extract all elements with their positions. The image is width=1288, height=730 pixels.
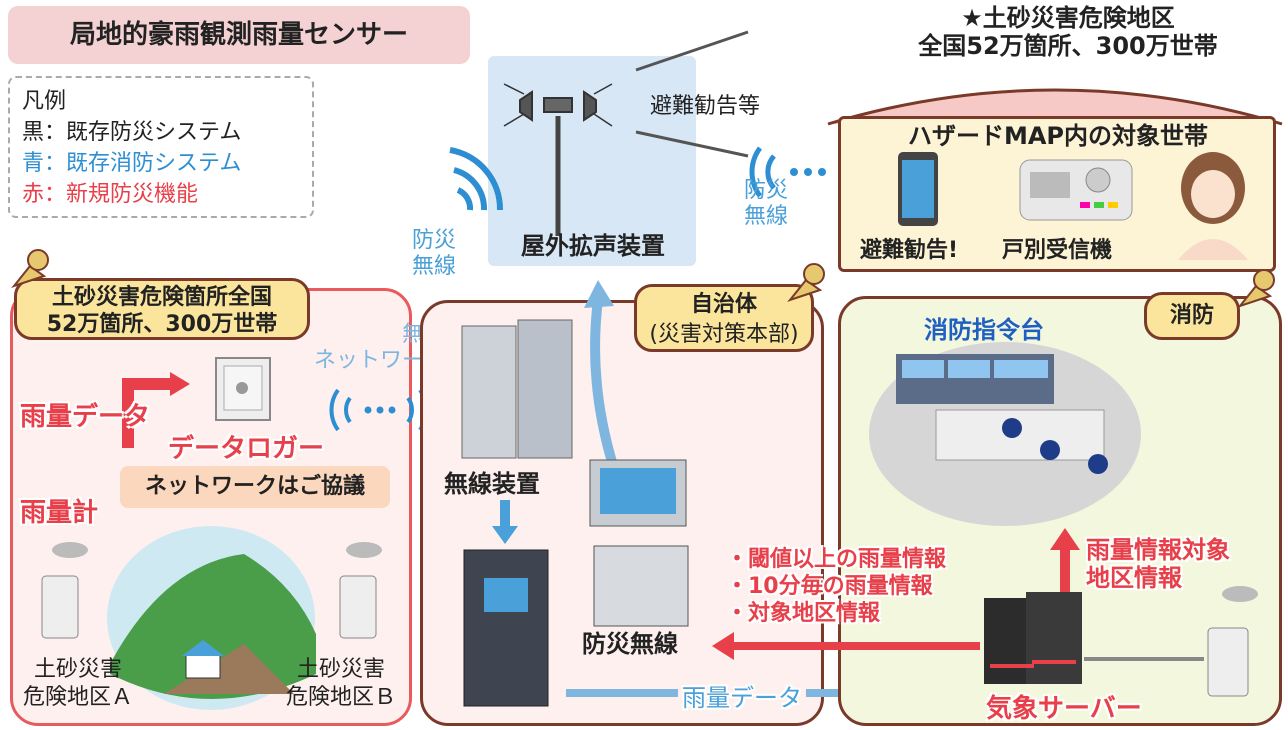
- legend-red: 赤：新規防災機能: [22, 182, 199, 207]
- blue-arrow-up: [584, 280, 617, 464]
- receiver-icon: [1019, 159, 1133, 221]
- info-line1: ・閾値以上の雨量情報: [726, 547, 947, 572]
- mountain-rain-illustration: [107, 526, 316, 710]
- right-pin-icon: [1237, 269, 1275, 309]
- radio-label-right-1: 防災: [743, 178, 788, 203]
- mid-tag-line1: 自治体: [690, 292, 757, 317]
- area-b-label: 土砂災害 危険地区Ｂ: [276, 656, 406, 712]
- legend-heading: 凡例: [22, 89, 67, 114]
- tablet-icon: [898, 152, 938, 226]
- disaster-radio-console-icon: [589, 459, 689, 627]
- speaker-label: 屋外拡声装置: [521, 232, 665, 260]
- broadcast-lines: [635, 30, 749, 158]
- fire-info-list: ・閾値以上の雨量情報 ・10分毎の雨量情報 ・対象地区情報: [726, 546, 946, 627]
- radio-device-label: 無線装置: [444, 470, 540, 498]
- target-area-title: ★土砂災害危険地区 全国52万箇所、300万世帯: [858, 4, 1278, 60]
- speaker-message: 避難勧告等: [650, 94, 761, 119]
- rain-gauge-label: 雨量計: [20, 498, 99, 528]
- target-line1: 雨量情報対象: [1086, 536, 1230, 564]
- radio-label-left-2: 無線: [411, 254, 456, 279]
- legend-blue: 青：既存消防システム: [22, 151, 242, 176]
- info-line3: ・対象地区情報: [726, 601, 881, 626]
- red-arrow-up: [1050, 528, 1080, 606]
- house-title: ハザードMAP内の対象世帯: [907, 122, 1209, 150]
- mid-panel-tag: 自治体 (災害対策本部): [634, 284, 814, 352]
- rain-gauge-icon-b: [339, 542, 382, 639]
- rain-data-label: 雨量データ: [20, 402, 151, 432]
- speaker-illustration: [503, 83, 613, 236]
- resident-avatar-icon: [1178, 152, 1248, 260]
- page-title: 局地的豪雨観測雨量センサー: [8, 6, 470, 64]
- server-rack-icon: [463, 549, 549, 707]
- blue-arrow-down: [492, 500, 518, 544]
- left-panel-tag: 土砂災害危険箇所全国 52万箇所、300万世帯: [14, 278, 310, 340]
- command-center-illustration: [869, 342, 1141, 526]
- area-a-label: 土砂災害 危険地区Ａ: [18, 656, 138, 712]
- wireless-wave-icon: [329, 388, 429, 432]
- info-line2: ・10分毎の雨量情報: [726, 574, 933, 599]
- left-tag-line2: 52万箇所、300万世帯: [46, 312, 278, 337]
- rain-data-flow-label: 雨量データ: [678, 678, 806, 713]
- mid-tag-line2: (災害対策本部): [649, 322, 799, 347]
- radio-label-right-2: 無線: [743, 204, 788, 229]
- target-area-line2: 全国52万箇所、300万世帯: [918, 32, 1218, 60]
- left-tag-line1: 土砂災害危険箇所全国: [51, 285, 272, 310]
- radio-label-right: 防災 無線: [734, 178, 798, 230]
- command-center-label: 消防指令台: [924, 316, 1044, 344]
- rain-gauge-icon-a: [41, 542, 88, 639]
- legend: 凡例 黒：既存防災システム 青：既存消防システム 赤：新規防災機能: [8, 76, 314, 218]
- weather-server-label: 気象サーバー: [986, 694, 1142, 724]
- connection-line: [1084, 657, 1204, 661]
- network-note: ネットワークはご協議: [120, 466, 390, 508]
- radio-label-left: 防災 無線: [404, 228, 464, 280]
- house-roof: [827, 88, 1283, 126]
- area-a-line1: 土砂災害: [33, 657, 122, 682]
- target-area-line1: ★土砂災害危険地区: [961, 4, 1175, 32]
- speaker-icon: [519, 90, 597, 236]
- data-logger-label: データロガー: [168, 434, 325, 464]
- pin-icon: [11, 249, 49, 289]
- right-panel-tag: 消防: [1144, 292, 1240, 340]
- rain-gauge-icon-c: [1207, 586, 1258, 697]
- legend-black: 黒：既存防災システム: [22, 120, 242, 145]
- radio-label-left-1: 防災: [411, 228, 456, 253]
- area-b-line2: 危険地区Ｂ: [285, 685, 396, 710]
- speaker-box: [488, 56, 696, 266]
- area-a-line2: 危険地区Ａ: [22, 685, 133, 710]
- red-arrow-up-right: [122, 372, 190, 448]
- target-info: 雨量情報対象 地区情報: [1086, 536, 1230, 592]
- mid-pin-icon: [787, 263, 825, 303]
- red-arrow-left: [712, 632, 980, 660]
- weather-server-icon: [984, 592, 1082, 684]
- area-b-line1: 土砂災害: [296, 657, 385, 682]
- receiver-label: 戸別受信機: [1002, 238, 1113, 263]
- target-line2: 地区情報: [1086, 564, 1182, 592]
- radio-wave-icon: [449, 147, 504, 211]
- tablet-label: 避難勧告!: [860, 238, 959, 263]
- radio-device-icon: [461, 319, 573, 459]
- data-logger-icon: [215, 357, 271, 421]
- disaster-radio-label: 防災無線: [582, 630, 678, 658]
